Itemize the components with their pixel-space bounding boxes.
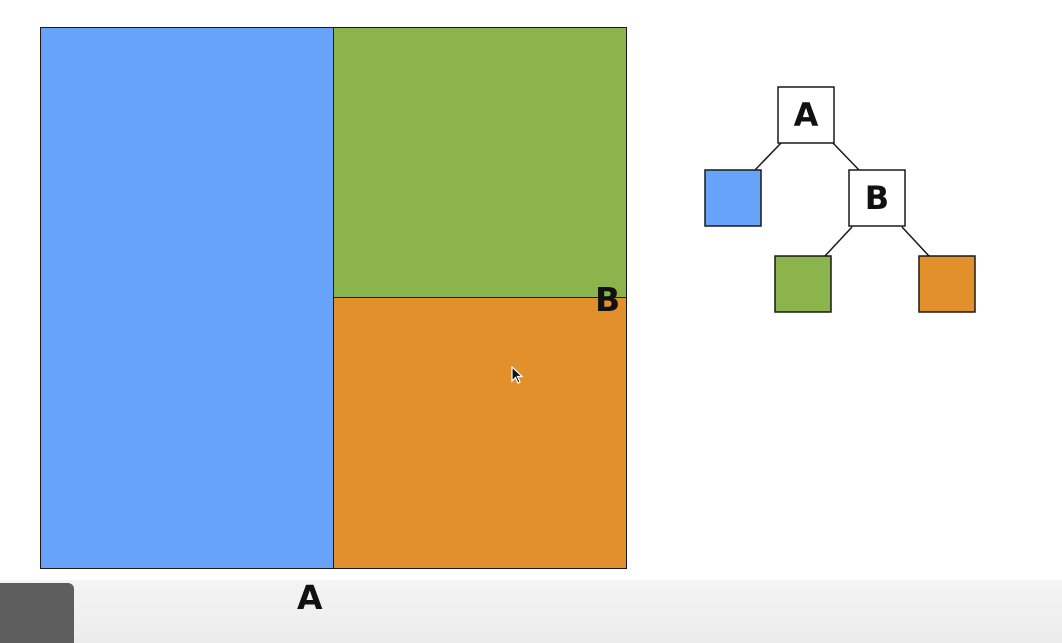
video-thumbnail (0, 583, 74, 643)
split-label-a: A (297, 578, 323, 617)
region-bottom-right-orange (333, 297, 627, 569)
tree-edge-root-left (754, 141, 783, 171)
tree-node-b (848, 169, 906, 227)
split-label-b: B (595, 280, 621, 319)
tree-leaf-right (918, 255, 976, 313)
region-top-right-green (333, 27, 627, 299)
mouse-pointer-icon (511, 366, 524, 384)
tree-leaf-middle (774, 255, 832, 313)
tree-edge-b-right (901, 226, 930, 257)
tree-node-root (777, 86, 835, 144)
region-left-blue (40, 27, 334, 569)
tree-edge-b-middle (824, 226, 853, 257)
tree-leaf-left (704, 169, 762, 227)
tree-node-b-label: B (865, 179, 889, 217)
tree-edge-root-b (831, 141, 860, 171)
tree-node-root-label: A (794, 96, 819, 134)
bottom-toolbar-strip (0, 580, 1062, 643)
